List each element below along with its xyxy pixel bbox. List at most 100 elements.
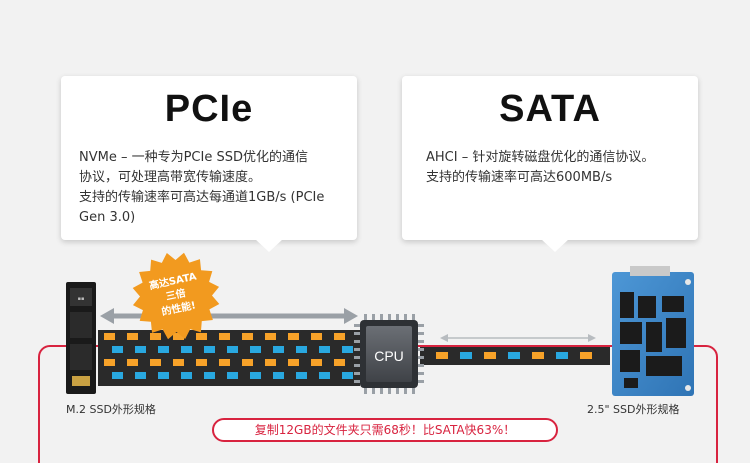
pcie-lane-packet [334,359,345,366]
sata-lane-packet [556,352,568,359]
pcie-desc-line1: NVMe – 一种专为PCIe SSD优化的通信 协议，可处理高带宽传输速度。 [79,150,308,185]
pcie-lane-packet [227,372,238,379]
pcie-lane-packet [219,333,230,340]
cpu-pin [412,314,415,322]
pcie-description: NVMe – 一种专为PCIe SSD优化的通信 协议，可处理高带宽传输速度。 … [79,148,359,228]
cpu-pin [416,332,424,335]
cpu-pin [388,314,391,322]
pcie-lane-packet [127,359,138,366]
cpu-pin [354,332,362,335]
cpu-pin [416,380,424,383]
pcie-lane-packet [104,359,115,366]
cpu-pin [372,386,375,394]
pcie-lane-packet [181,372,192,379]
cpu-pin [364,386,367,394]
cpu-pin [412,386,415,394]
pcie-lane-packet [273,372,284,379]
cpu-pin [380,314,383,322]
cpu-pin [354,324,362,327]
pcie-lane-packet [181,346,192,353]
pcie-lane-packet [204,346,215,353]
pcie-lane-packet [135,346,146,353]
cpu-pin [404,314,407,322]
cpu-pin [354,348,362,351]
pcie-lane-packet [158,372,169,379]
cpu-pin [416,356,424,359]
pcie-lane-packet [342,346,353,353]
pcie-lane-packet [135,372,146,379]
sata-lane-packet [580,352,592,359]
cpu-pin [354,340,362,343]
m2-form-factor-label: M.2 SSD外形规格 [66,403,156,416]
pcie-lane-packet [112,372,123,379]
cpu-pin [416,364,424,367]
pcie-lane-packet [288,333,299,340]
pcie-lane-packet [296,372,307,379]
sata-lane [420,347,610,365]
cpu-pin [354,380,362,383]
pcie-lane-packet [127,333,138,340]
pcie-lane-packet [219,359,230,366]
sata-lane-packet [508,352,520,359]
sata-lane-packet [532,352,544,359]
comparison-note: 复制12GB的文件夹只需68秒！比SATA快63%！ [212,418,558,442]
pcie-lane-packet [265,359,276,366]
cpu-pin [416,372,424,375]
pcie-title: PCIe [164,88,254,130]
sata-desc-line1: AHCI – 针对旋转磁盘优化的通信协议。 [426,150,655,165]
pcie-lane-packet [250,372,261,379]
pcie-lane-packet [196,333,207,340]
pcie-lane-packet [150,333,161,340]
double-arrow-icon [100,308,358,324]
sata-title: SATA [499,88,601,130]
pcie-lane-packet [196,359,207,366]
pcie-lane-packet [242,333,253,340]
sata-description: AHCI – 针对旋转磁盘优化的通信协议。 支持的传输速率可高达600MB/s [426,148,696,188]
cpu-chip-icon: CPU [354,314,424,394]
cpu-pin [372,314,375,322]
pcie-lane-packet [250,346,261,353]
pcie-lane-packet [273,346,284,353]
cpu-pin [396,386,399,394]
sata-callout: SATA AHCI – 针对旋转磁盘优化的通信协议。 支持的传输速率可高达600… [402,76,698,252]
pcie-lane-packet [265,333,276,340]
pcie-lane-packet [112,346,123,353]
pcie-lane-packet [242,359,253,366]
svg-text:▪▪: ▪▪ [78,296,85,302]
pcie-lane-packet [319,346,330,353]
double-arrow-icon [440,334,596,342]
pcie-lane-packet [319,372,330,379]
cpu-pin [396,314,399,322]
cpu-pin [416,340,424,343]
pcie-lane-packet [311,359,322,366]
pcie-lane-packet [104,333,115,340]
pcie-lane-packet [204,372,215,379]
sata25-form-factor-label: 2.5" SSD外形规格 [587,403,680,416]
pcie-lane-packet [288,359,299,366]
sata-lane-packet [460,352,472,359]
pcie-desc-line2: 支持的传输速率可高达每通道1GB/s (PCIe Gen 3.0) [79,190,325,225]
cpu-pin [416,324,424,327]
pcie-lane-packet [173,359,184,366]
pcie-lane [98,330,360,386]
sata-lane-packet [484,352,496,359]
sata-lane-packet [436,352,448,359]
m2-ssd-icon: ▪▪ [66,282,96,394]
sata-desc-line2: 支持的传输速率可高达600MB/s [426,170,613,185]
cpu-pin [380,386,383,394]
cpu-pin [354,356,362,359]
pcie-lane-packet [296,346,307,353]
pcie-lane-packet [173,333,184,340]
pcie-lane-packet [158,346,169,353]
cpu-pin [354,372,362,375]
cpu-pin [416,348,424,351]
cpu-label: CPU [374,348,404,364]
cpu-pin [364,314,367,322]
cpu-pin [404,386,407,394]
pcie-lane-packet [342,372,353,379]
pcie-callout: PCIe NVMe – 一种专为PCIe SSD优化的通信 协议，可处理高带宽传… [61,76,359,252]
star-burst-icon: 高达SATA 三倍 的性能! [132,252,220,340]
pcie-lane-packet [334,333,345,340]
